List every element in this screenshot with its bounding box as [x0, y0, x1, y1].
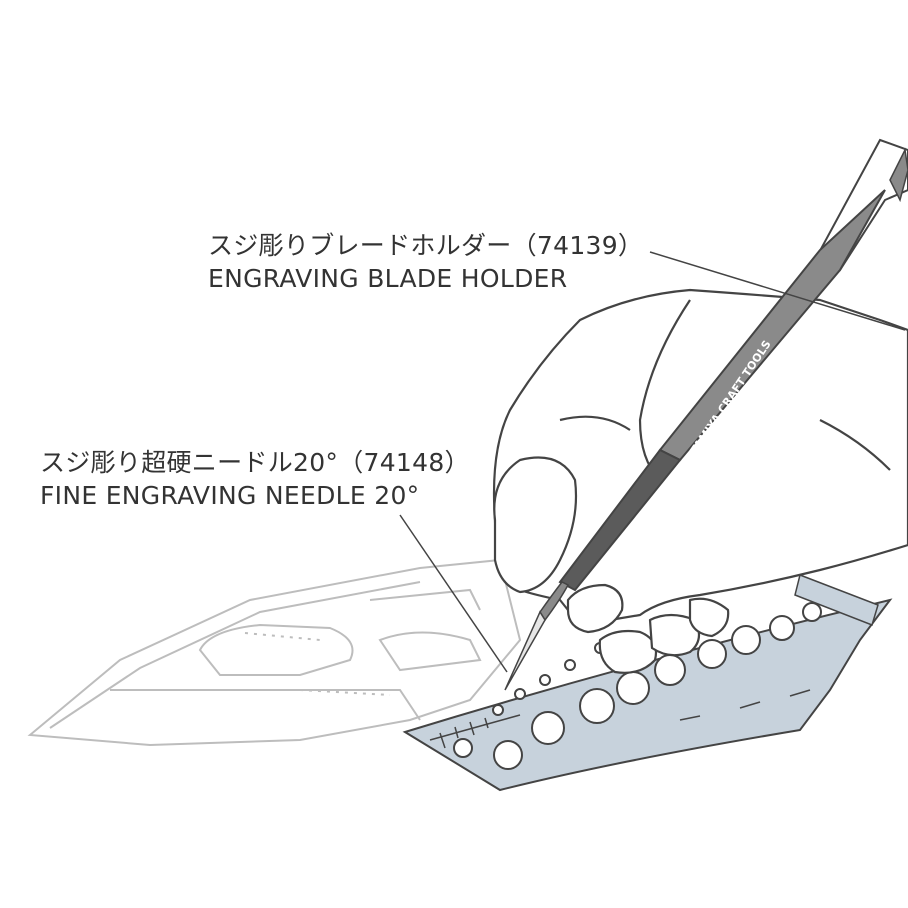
blade-holder-label-jp: スジ彫りブレードホルダー（74139） — [208, 231, 644, 260]
circle-template — [402, 573, 893, 792]
model-wing-part — [27, 558, 522, 747]
needle-label-en: FINE ENGRAVING NEEDLE 20° — [40, 481, 420, 510]
needle-label-jp: スジ彫り超硬ニードル20°（74148） — [40, 448, 470, 477]
blade-holder-label: スジ彫りブレードホルダー（74139） ENGRAVING BLADE HOLD… — [208, 229, 643, 295]
callout-lines — [399, 251, 906, 673]
needle-label: スジ彫り超硬ニードル20°（74148） FINE ENGRAVING NEED… — [40, 446, 470, 512]
blade-holder-label-en: ENGRAVING BLADE HOLDER — [208, 264, 568, 293]
